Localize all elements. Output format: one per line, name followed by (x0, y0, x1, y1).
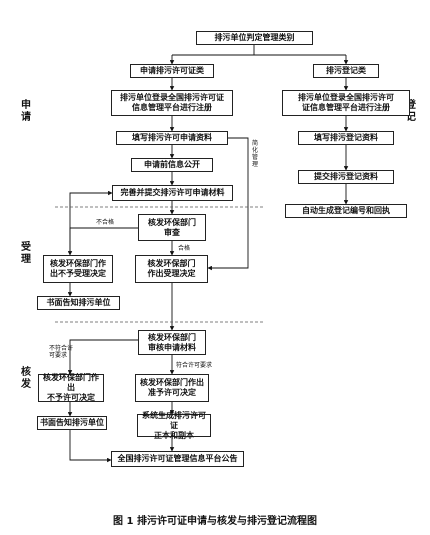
node-deny-notice: 书面告知排污单位 (37, 416, 107, 430)
node-reject-notice: 书面告知排污单位 (37, 296, 120, 310)
node-accept-decision: 核发环保部门 作出受理决定 (135, 255, 208, 283)
node-generate-certificate: 系统生成排污许可证 正本和副本 (137, 411, 211, 440)
connector-not-meet (67, 339, 138, 375)
node-audit: 核发环保部门 审核申请材料 (138, 330, 206, 355)
node-register-submit: 提交排污登记资料 (298, 170, 394, 184)
node-reject-decision: 核发环保部门作 出不予受理决定 (43, 255, 113, 283)
section-accept: 受 理 (21, 242, 31, 265)
label-qualified: 合格 (178, 245, 191, 252)
node-deny-decision: 核发环保部门作出 不予许可决定 (38, 373, 104, 402)
connector-not-qualified (67, 227, 138, 256)
node-grant-decision: 核发环保部门作出 准予许可决定 (135, 374, 209, 402)
node-register-login: 排污单位登录全国排污许可 证信息管理平台进行注册 (282, 90, 410, 116)
section-apply: 申 请 (21, 100, 31, 123)
node-auto-receipt: 自动生成登记编号和回执 (285, 204, 407, 218)
node-permit-fill: 填写排污许可申请资料 (116, 131, 228, 145)
label-meet: 符合许可要求 (176, 362, 213, 369)
node-permit-submit: 完善并提交排污许可申请材料 (112, 185, 233, 201)
label-not-meet: 不符合许 可要求 (49, 345, 74, 359)
node-info-disclosure: 申请前信息公开 (131, 158, 213, 172)
section-register: 登 记 (406, 100, 416, 123)
connector-simplified (207, 137, 249, 271)
label-simplified-management: 简 化 管 理 (252, 140, 259, 168)
node-permit-type: 申请排污许可证类 (130, 64, 214, 78)
connector-announce-left (69, 430, 112, 463)
node-judge-category: 排污单位判定管理类别 (196, 31, 313, 45)
node-review: 核发环保部门 审查 (138, 214, 206, 241)
figure-caption: 图 1 排污许可证申请与核发与排污登记流程图 (113, 516, 317, 527)
node-permit-login: 排污单位登录全国排污许可证 信息管理平台进行注册 (111, 90, 233, 116)
node-register-fill: 填写排污登记资料 (298, 131, 394, 145)
node-registration-type: 排污登记类 (313, 64, 379, 78)
label-not-qualified: 不合格 (96, 219, 115, 226)
section-issue: 核 发 (21, 367, 31, 390)
node-public-announcement: 全国排污许可证管理信息平台公告 (111, 451, 244, 467)
